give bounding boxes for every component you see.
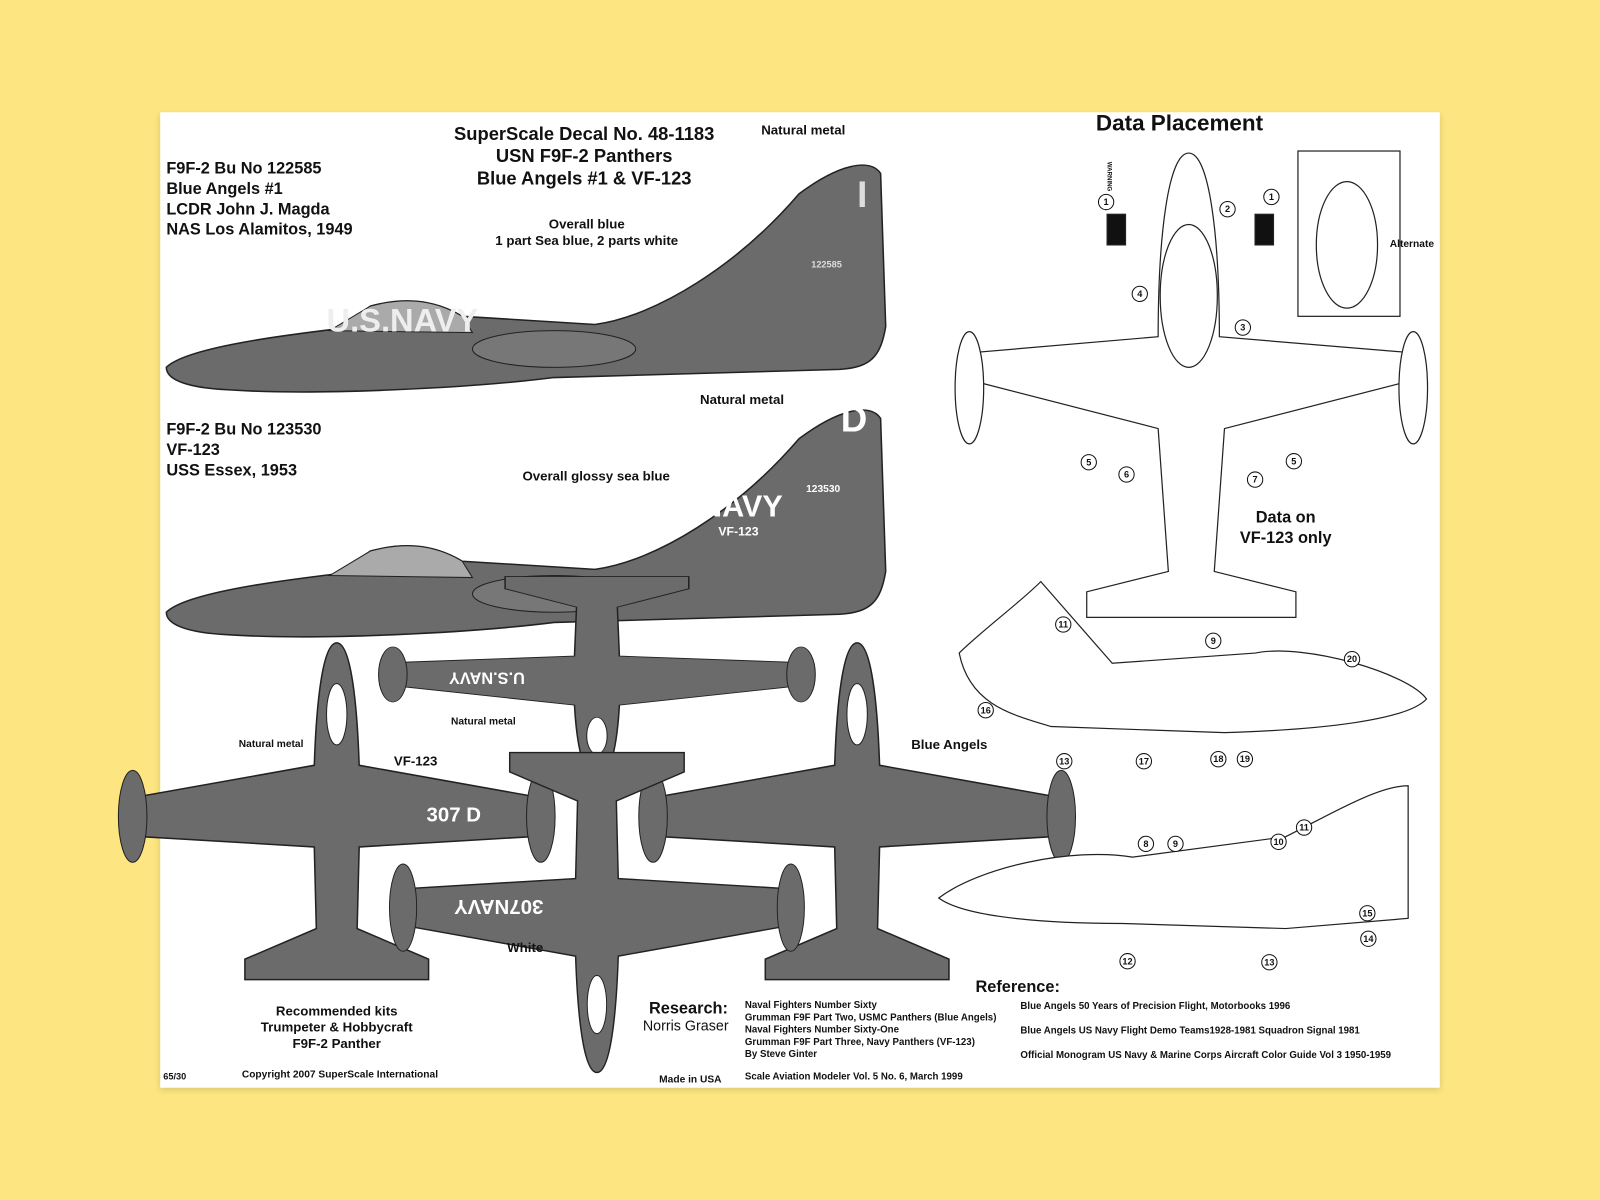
callout-number: 11 [1055,616,1072,633]
data-placement-line-drawings [937,150,1429,930]
caption-line: NAS Los Alamitos, 1949 [166,221,353,239]
aircraft2-color-note: Overall glossy sea blue [522,468,670,484]
under-marking: 307NAVY [454,894,544,918]
callout-number: 1 [1097,193,1115,211]
reference-item: Blue Angels 50 Years of Precision Flight… [1020,1001,1291,1013]
callout-number: 3 [1234,319,1252,336]
magazine-reference: Scale Aviation Modeler Vol. 5 No. 6, Mar… [744,1071,963,1083]
white-label: White [507,939,544,956]
natural-metal-label: Natural metal [238,738,304,750]
recommended-kits: Recommended kits Trumpeter & Hobbycraft … [245,1003,429,1052]
callout-number: 6 [1118,466,1135,483]
research-author: Norris Graser [642,1017,729,1034]
blue-angels-label: Blue Angels [911,736,988,753]
aircraft1-caption: F9F-2 Bu No 122585 Blue Angels #1 LCDR J… [166,159,352,241]
callout-number: 19 [1236,751,1254,768]
reference-item: Official Monogram US Navy & Marine Corps… [1020,1049,1392,1062]
caption-line: Blue Angels #1 [166,180,283,198]
callout-number: 4 [1131,285,1148,303]
made-in: Made in USA [659,1074,722,1086]
book-line: Naval Fighters Number Sixty-One [744,1024,899,1036]
natural-metal-label: Natural metal [451,716,516,728]
natural-metal-label: Natural metal [699,391,785,408]
caption-line: VF-123 [166,441,220,460]
book-line: Naval Fighters Number Sixty [744,999,877,1012]
caption-line: LCDR John J. Magda [166,201,330,219]
callout-number: 15 [1359,905,1376,922]
tail-letter: I [857,173,868,216]
callout-number: 8 [1137,835,1155,853]
callout-number: 5 [1285,453,1303,470]
callout-number: 12 [1119,953,1136,970]
title-line: SuperScale Decal No. 48-1183 [453,123,715,144]
note-line: Overall blue [548,216,625,232]
callout-number: 1 [1263,188,1280,206]
warning-label: WARNING [1105,161,1112,192]
kits-line: F9F-2 Panther [292,1035,381,1052]
caption-line: USS Essex, 1953 [166,462,298,480]
kits-line: Recommended kits [275,1003,398,1019]
callout-number: 9 [1205,632,1222,649]
sheet-code: 65/30 [163,1071,187,1082]
callout-number: 13 [1056,753,1073,770]
callout-number: 20 [1343,651,1361,668]
vf123-label: VF-123 [393,753,438,769]
reference-item: Blue Angels US Navy Flight Demo Teams192… [1020,1025,1360,1037]
data-placement-title: Data Placement [1095,110,1264,136]
alternate-label: Alternate [1389,238,1435,250]
callout-number: 14 [1360,930,1377,947]
book-line: By Steve Ginter [744,1048,818,1061]
callout-number: 16 [977,702,994,719]
caption-line: F9F-2 Bu No 123530 [166,421,322,439]
data-note: Data on VF-123 only [1230,508,1342,549]
callout-number: 18 [1210,751,1227,768]
book-line: Grumman F9F Part Three, Navy Panthers (V… [744,1036,975,1048]
research-books: Naval Fighters Number Sixty Grumman F9F … [745,1000,997,1061]
note-line: 1 part Sea blue, 2 parts white [495,232,679,248]
callout-number: 11 [1295,819,1313,836]
title-line: Blue Angels #1 & VF-123 [476,168,692,189]
tail-letter: D [840,397,868,440]
caption-line: F9F-2 Bu No 122585 [166,160,322,178]
aircraft2-caption: F9F-2 Bu No 123530 VF-123 USS Essex, 195… [166,420,321,481]
note-line: Data on [1255,509,1316,527]
note-line: VF-123 only [1239,529,1332,547]
tail-serial: 123530 [806,483,841,495]
book-line: Grumman F9F Part Two, USMC Panthers (Blu… [744,1012,997,1024]
navy-tail-marking: NAVY [699,489,783,524]
callout-number: 10 [1270,833,1287,850]
tail-serial: 122585 [811,259,842,270]
kits-line: Trumpeter & Hobbycraft [260,1019,413,1035]
sheet-title: SuperScale Decal No. 48-1183 USN F9F-2 P… [439,122,730,189]
callout-number: 2 [1219,201,1236,218]
aircraft1-color-note: Overall blue 1 part Sea blue, 2 parts wh… [480,216,694,249]
unit-marking: VF-123 [718,524,759,539]
natural-metal-label: Natural metal [761,122,846,138]
callout-number: 13 [1261,954,1278,971]
callout-number: 7 [1246,471,1264,488]
callout-number: 17 [1135,753,1153,770]
wing-marking: 307 D [426,804,481,827]
us-navy-marking: U.S.NAVY [326,302,479,339]
under-wing-marking: U.S.NAVY [448,668,525,686]
research-label: Research: [648,999,728,1018]
copyright: Copyright 2007 SuperScale International [241,1069,439,1081]
nose-number: 307 [226,528,278,563]
callout-number: 9 [1167,835,1184,853]
title-line: USN F9F-2 Panthers [495,145,673,167]
reference-label: Reference: [975,978,1060,996]
callout-number: 5 [1080,454,1097,471]
